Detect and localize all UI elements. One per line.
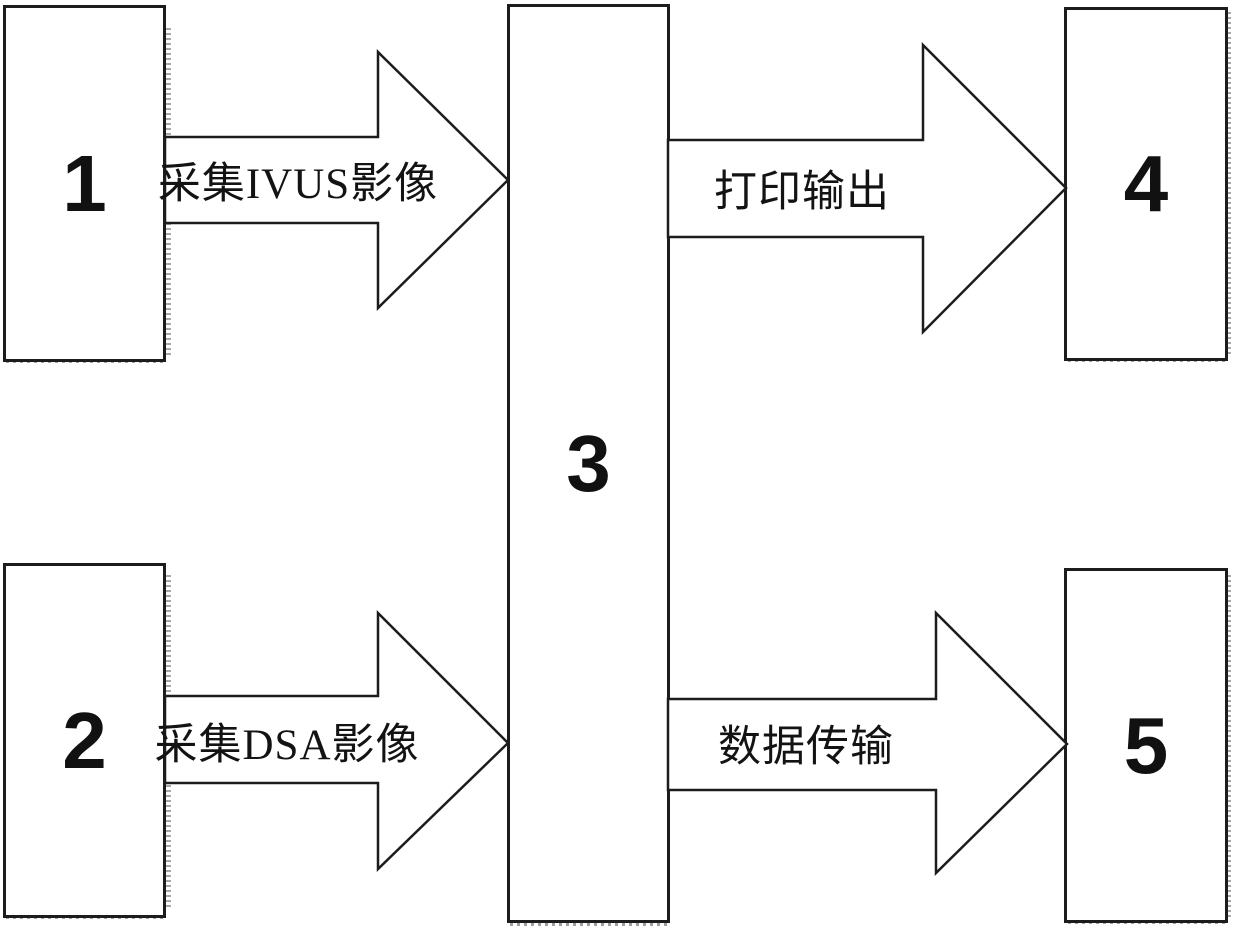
block-arrow-right-icon-2-to-3 [163, 609, 510, 872]
block-arrow-right-icon-3-to-4 [666, 41, 1068, 336]
scan-noise-artifact [1226, 575, 1231, 920]
edge-label-data-transfer: 数据传输 [718, 724, 894, 771]
scan-noise-artifact [510, 922, 670, 926]
node-label-3: 3 [566, 418, 611, 508]
edge-label-collect-ivus: 采集IVUS影像 [157, 161, 439, 208]
node-box-3: 3 [507, 4, 670, 923]
node-label-4: 4 [1123, 139, 1169, 228]
node-box-2: 2 [3, 563, 166, 918]
edge-label-print-output: 打印输出 [714, 169, 890, 216]
block-arrow-right-icon-3-to-5 [666, 609, 1069, 876]
node-box-4: 4 [1064, 7, 1228, 361]
node-box-5: 5 [1064, 568, 1228, 923]
node-box-1: 1 [3, 5, 166, 362]
node-label-2: 2 [62, 695, 107, 785]
scan-noise-artifact [1226, 12, 1231, 357]
edge-label-collect-dsa: 采集DSA影像 [154, 722, 420, 769]
node-label-1: 1 [62, 138, 107, 228]
block-arrow-right-icon-1-to-3 [163, 49, 510, 311]
node-label-5: 5 [1123, 700, 1169, 790]
